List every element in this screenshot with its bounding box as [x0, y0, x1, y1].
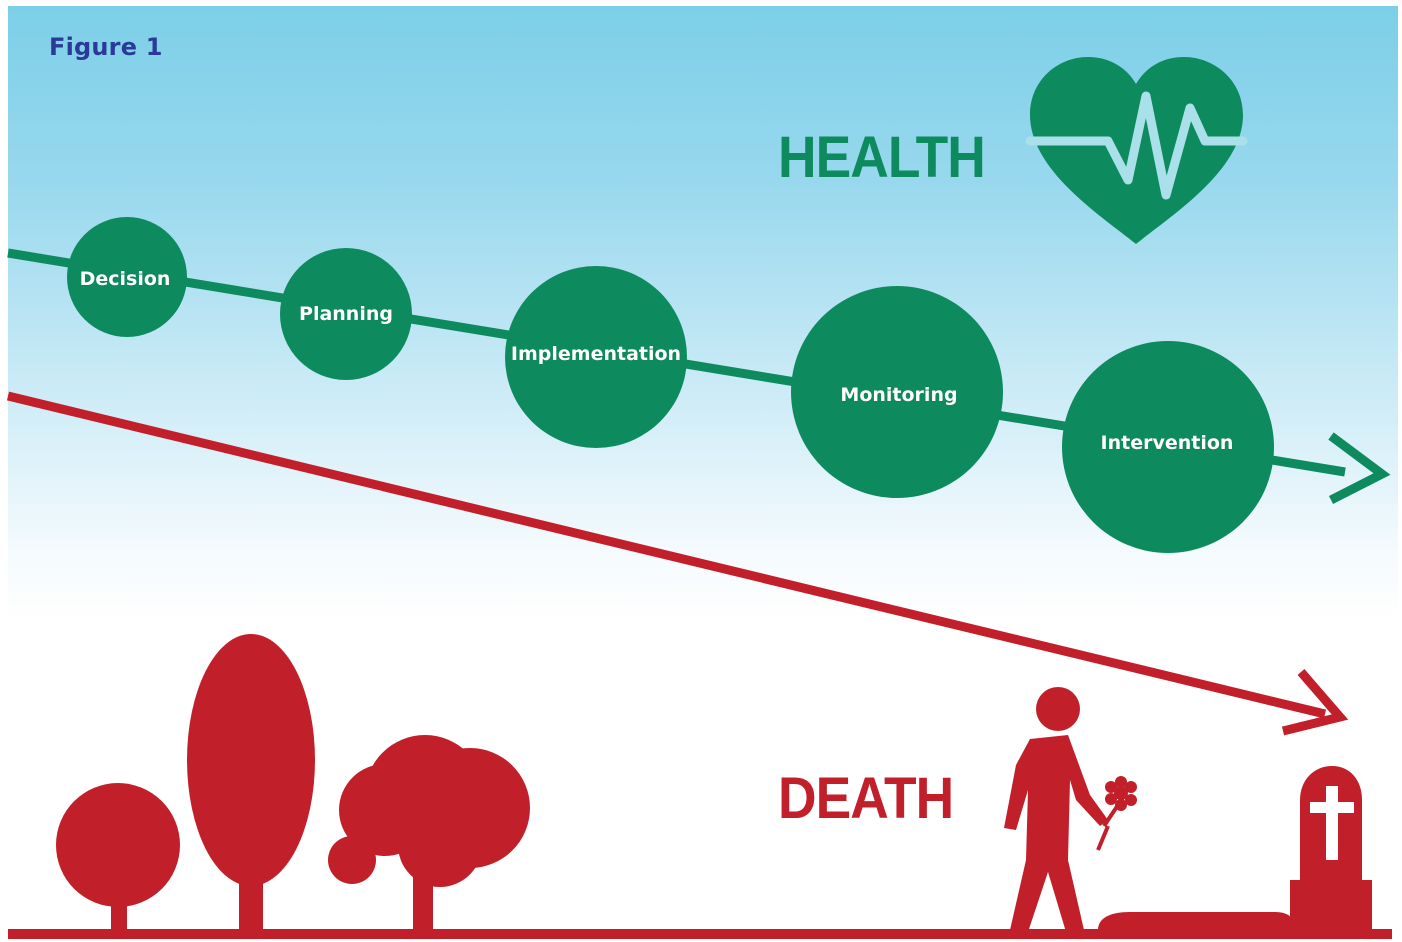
step-circle-monitoring — [791, 286, 1003, 498]
death-heading: DEATH — [778, 766, 954, 831]
step-label-monitoring: Monitoring — [840, 384, 958, 406]
figure-label: Figure 1 — [49, 33, 163, 61]
step-circle-decision — [67, 217, 187, 337]
person-with-flower-icon — [1004, 687, 1137, 932]
tree-icon — [56, 634, 530, 932]
gravestone-cross-icon — [1098, 766, 1372, 932]
step-circle-planning — [280, 248, 412, 380]
health-heading: HEALTH — [778, 125, 986, 190]
step-label-planning: Planning — [299, 303, 393, 325]
health-arrowhead-icon — [1328, 432, 1391, 505]
step-circle-intervention — [1062, 341, 1274, 553]
heartbeat-heart-icon — [1025, 57, 1248, 244]
death-path-line — [6, 391, 1327, 719]
step-label-decision: Decision — [79, 268, 171, 290]
step-label-intervention: Intervention — [1100, 432, 1234, 454]
ground-line — [8, 929, 1392, 939]
death-arrowhead-icon — [1281, 669, 1349, 736]
step-circle-implementation — [505, 266, 687, 448]
step-label-implementation: Implementation — [510, 343, 682, 365]
